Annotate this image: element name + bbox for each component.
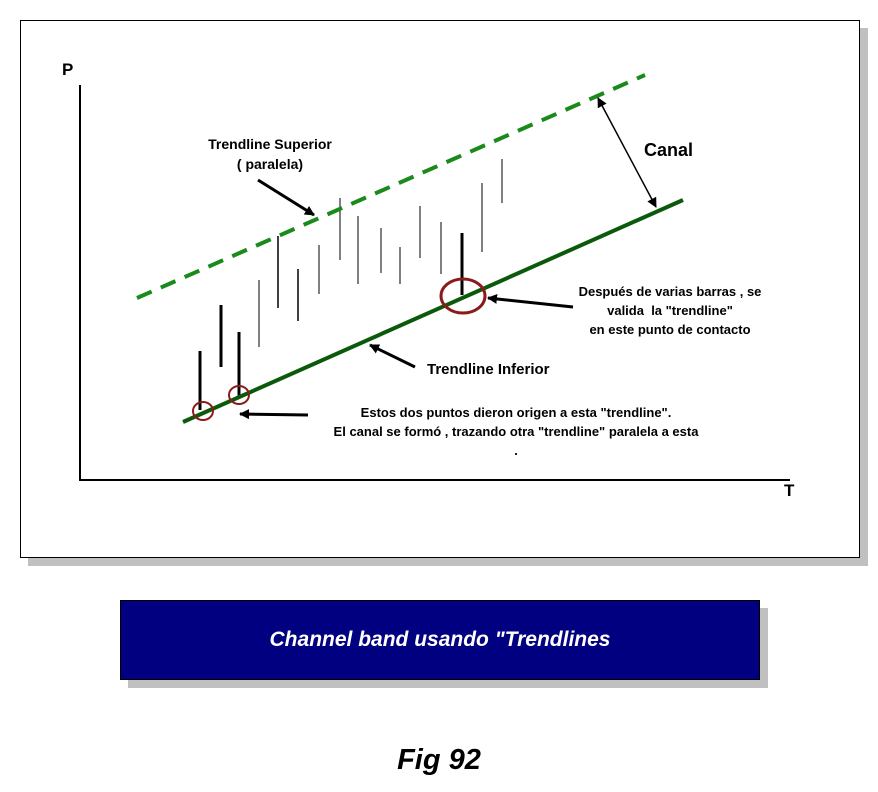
arrow-channel-width [597, 97, 657, 208]
contact-circle-1 [192, 401, 214, 421]
upper-trendline-label: Trendline Superior( paralela) [208, 136, 332, 172]
price-bars [198, 159, 503, 410]
origin-label: Estos dos puntos dieron origen a esta "t… [333, 405, 699, 458]
upper-trendline [136, 73, 646, 300]
y-axis-label: P [62, 60, 74, 79]
caption-text: Channel band usando "Trendlines [269, 628, 611, 651]
x-axis-label: T [784, 481, 795, 500]
arrow-contact [487, 293, 574, 309]
contact-circle-2 [228, 385, 250, 405]
channel-diagram [79, 73, 790, 481]
figure-label: Fig 92 [397, 744, 481, 776]
arrow-lower-label [369, 343, 416, 369]
diagram-frame [20, 20, 860, 558]
caption-box: Channel band usando "Trendlines [120, 600, 760, 680]
arrow-upper-label [257, 178, 315, 217]
contact-circle-validation [439, 277, 487, 315]
channel-label: Canal [644, 140, 694, 160]
lower-trendline-label: Trendline Inferior [427, 361, 550, 378]
lower-trendline [182, 198, 684, 424]
arrow-origin [239, 409, 309, 420]
